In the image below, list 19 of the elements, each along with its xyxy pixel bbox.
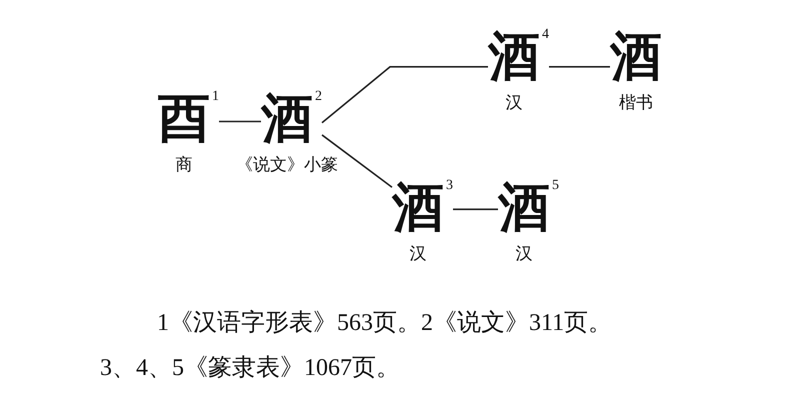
period-label: 汉	[506, 93, 522, 114]
period-label: 楷书	[619, 93, 653, 114]
connector-line	[549, 66, 610, 68]
connector-line	[322, 66, 488, 124]
character-glyph: 酒$^{3}$	[392, 176, 453, 236]
period-label: 汉	[516, 244, 532, 265]
character-glyph: 酒$^{4}$	[488, 25, 549, 86]
period-label: 《说文》小篆	[236, 155, 338, 176]
period-label: 商	[176, 155, 192, 176]
connector-line	[219, 120, 261, 122]
period-label: 汉	[410, 244, 426, 265]
footnote-text: 3、4、5《篆隶表》1067页。	[100, 354, 400, 383]
connector-line	[322, 134, 392, 188]
character-glyph: 酒$^{5}$	[498, 176, 559, 236]
character-glyph: 酒$^{2}$	[261, 87, 322, 148]
footnote-text: 1《汉语字形表》563页。2《说文》311页。	[157, 309, 612, 338]
connector-line	[453, 208, 498, 210]
character-glyph: 酉$^{1}$	[158, 87, 219, 148]
character-glyph: 酒	[610, 25, 662, 86]
